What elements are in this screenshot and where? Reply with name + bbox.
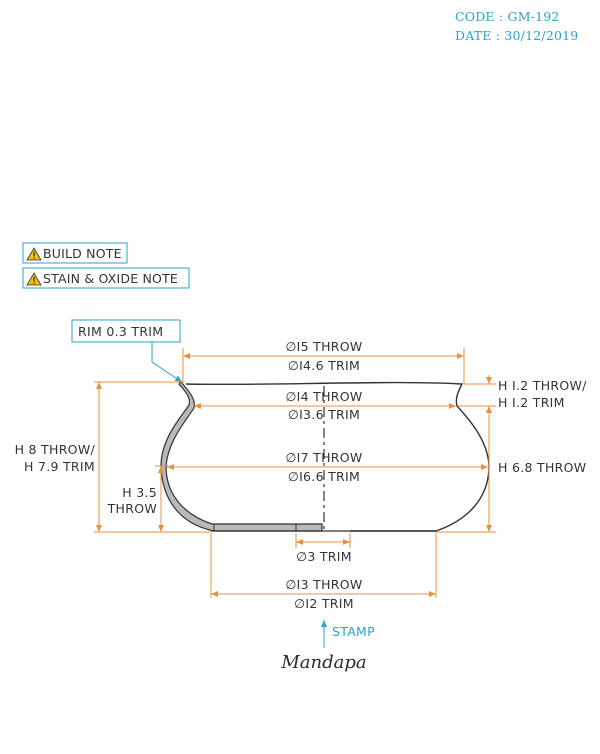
foot-inner-trim-label: ∅3 TRIM [296, 549, 352, 564]
rim-trim-callout: RIM 0.3 TRIM [71, 319, 183, 383]
rim-trim-label: RIM 0.3 TRIM [78, 324, 163, 339]
stamp-label: STAMP [332, 624, 375, 639]
dim-top-diameter: ∅I5 THROW ∅I4.6 TRIM [182, 339, 465, 384]
warning-triangle-icon [26, 247, 42, 261]
neck-trim-label: ∅I3.6 TRIM [288, 407, 360, 422]
neck-throw-label: ∅I4 THROW [285, 389, 362, 404]
lower-height-label: H 3.5 [122, 485, 157, 500]
dim-foot-inner-diameter: ∅3 TRIM [295, 533, 352, 564]
pot-exterior-outline [185, 381, 490, 532]
dim-total-height: H 8 THROW/ H 7.9 TRIM [15, 381, 211, 533]
height-throw-label: H 8 THROW/ [15, 442, 96, 457]
height-trim-label: H 7.9 TRIM [24, 459, 95, 474]
mandapa-logo: Mandapa [280, 652, 366, 673]
build-note-label: BUILD NOTE [43, 246, 122, 261]
base-trim-label: ∅I2 TRIM [294, 596, 354, 611]
dim-belly-diameter: ∅I7 THROW ∅I6.6 TRIM [167, 450, 488, 484]
top-trim-label: ∅I4.6 TRIM [288, 358, 360, 373]
rim-height-trim-label: H I.2 TRIM [498, 395, 565, 410]
date-label: DATE : 30/12/2019 [455, 28, 578, 43]
warning-triangle-icon [26, 272, 42, 286]
dim-base-diameter: ∅I3 THROW ∅I2 TRIM [210, 533, 437, 611]
dim-lower-height: H 3.5 THROW [107, 465, 168, 532]
stain-oxide-note-label: STAIN & OXIDE NOTE [43, 271, 178, 286]
code-label: CODE : GM-192 [455, 9, 560, 24]
rim-height-throw-label: H I.2 THROW/ [498, 378, 587, 393]
base-throw-label: ∅I3 THROW [285, 577, 362, 592]
stain-oxide-note-button[interactable]: STAIN & OXIDE NOTE [22, 267, 190, 289]
lower-height-throw-label: THROW [107, 501, 157, 516]
belly-trim-label: ∅I6.6 TRIM [288, 469, 360, 484]
dim-body-height: H 6.8 THROW [436, 406, 586, 533]
pot-section [160, 381, 490, 532]
stamp-callout: STAMP [321, 620, 375, 648]
dim-neck-diameter: ∅I4 THROW ∅I3.6 TRIM [194, 389, 456, 422]
belly-throw-label: ∅I7 THROW [285, 450, 362, 465]
body-height-label: H 6.8 THROW [498, 460, 586, 475]
build-note-button[interactable]: BUILD NOTE [22, 242, 128, 264]
top-throw-label: ∅I5 THROW [285, 339, 362, 354]
dim-rim-height: H I.2 THROW/ H I.2 TRIM [458, 375, 587, 415]
